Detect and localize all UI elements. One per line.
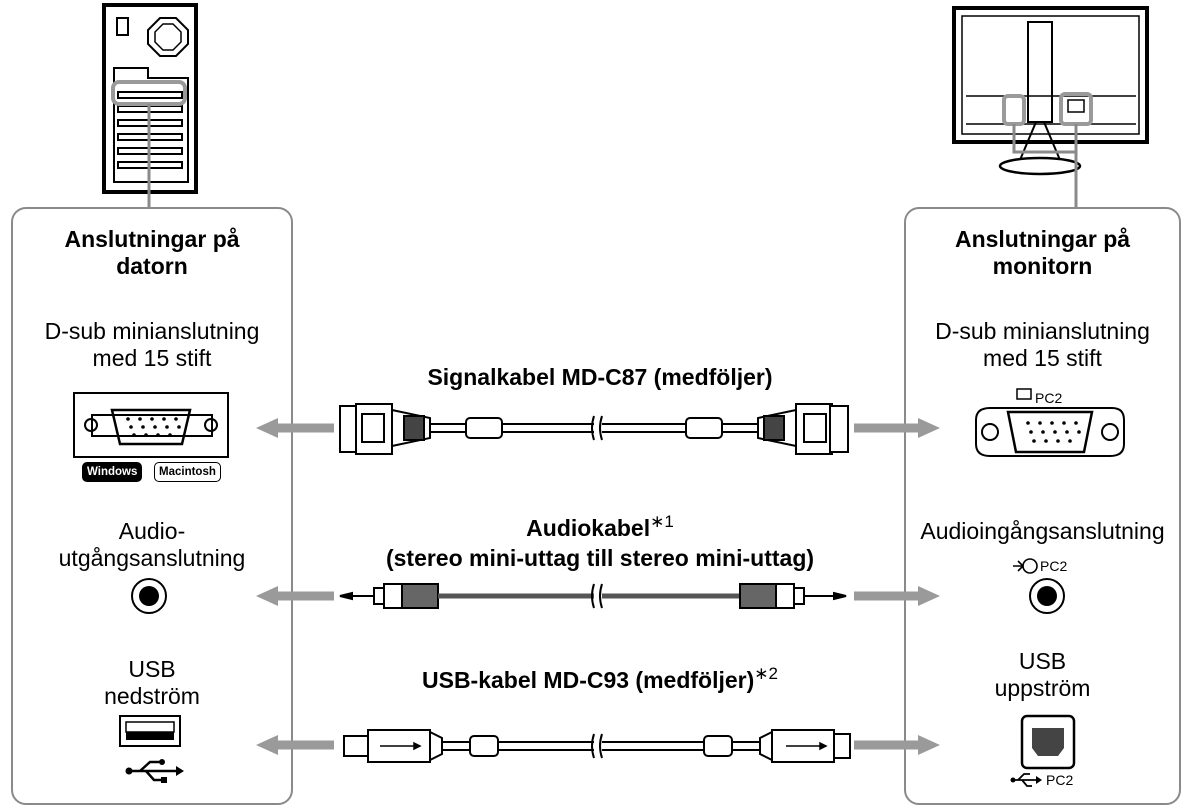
audio-cable-label-line2: (stereo mini-uttag till stereo mini-utta…	[385, 545, 815, 571]
monitor-back-icon	[952, 6, 1149, 176]
audio-cable-footnote: ∗1	[650, 512, 674, 531]
computer-dsub-label: D-sub minianslutning med 15 stift	[12, 318, 292, 372]
audio-cable-label-line1: Audiokabel∗1	[300, 512, 900, 542]
computer-heading-line2: datorn	[116, 253, 188, 280]
direction-arrows	[256, 418, 940, 755]
computer-audio-label: Audio- utgångsanslutning	[12, 518, 292, 572]
usb-cable-name: USB-kabel MD-C93 (medföljer)	[422, 667, 755, 693]
computer-usb-symbol-icon	[125, 759, 184, 783]
computer-audio-jack-icon	[131, 578, 167, 614]
monitor-dsub-icon	[975, 388, 1125, 457]
monitor-usb-port-icon	[1020, 714, 1076, 770]
monitor-usb-label-line1: USB	[1018, 648, 1067, 674]
signal-cable-label: Signalkabel MD-C87 (medföljer)	[427, 364, 773, 390]
usb-cable-label: USB-kabel MD-C93 (medföljer)∗2	[300, 664, 900, 694]
computer-audio-label-line2: utgångsanslutning	[58, 545, 246, 572]
monitor-dsub-label-line1: D-sub minianslutning	[935, 318, 1150, 344]
signal-cable-icon	[339, 403, 849, 455]
monitor-heading: Anslutningar på monitorn	[905, 226, 1180, 280]
computer-usb-label: USB nedström	[12, 656, 292, 710]
computer-heading-line1: Anslutningar på	[64, 226, 240, 252]
computer-panel	[11, 207, 293, 805]
monitor-heading-line2: monitorn	[992, 253, 1093, 280]
computer-dsub-icon	[73, 392, 229, 458]
computer-usb-label-line2: nedström	[104, 683, 200, 710]
computer-audio-label-line1: Audio-	[118, 518, 186, 544]
monitor-audio-jack-icon	[1013, 558, 1065, 614]
monitor-dsub-label-line2: med 15 stift	[983, 345, 1102, 372]
monitor-audio-label: Audioingångsanslutning	[920, 518, 1165, 544]
monitor-panel	[904, 207, 1181, 805]
monitor-dsub-port-label: PC2	[1035, 390, 1063, 406]
monitor-audio-port-label: PC2	[1040, 558, 1068, 574]
computer-dsub-label-line2: med 15 stift	[92, 345, 212, 372]
macintosh-badge: Macintosh	[154, 462, 221, 482]
computer-heading: Anslutningar på datorn	[12, 226, 292, 280]
monitor-usb-port-label: PC2	[1046, 772, 1074, 788]
monitor-heading-line1: Anslutningar på	[954, 226, 1131, 252]
computer-usb-port-icon	[119, 715, 181, 747]
audio-cable-icon	[339, 583, 847, 609]
computer-dsub-label-line1: D-sub minianslutning	[44, 318, 260, 344]
audio-cable-name: Audiokabel	[526, 515, 651, 541]
monitor-usb-symbol-icon	[1010, 773, 1042, 787]
monitor-usb-label-line2: uppström	[994, 675, 1091, 702]
usb-cable-footnote: ∗2	[754, 664, 778, 683]
computer-usb-label-line1: USB	[128, 656, 176, 682]
monitor-usb-label: USB uppström	[905, 648, 1180, 702]
usb-cable-icon	[343, 729, 851, 763]
monitor-dsub-label: D-sub minianslutning med 15 stift	[905, 318, 1180, 372]
windows-badge: Windows	[82, 462, 143, 482]
